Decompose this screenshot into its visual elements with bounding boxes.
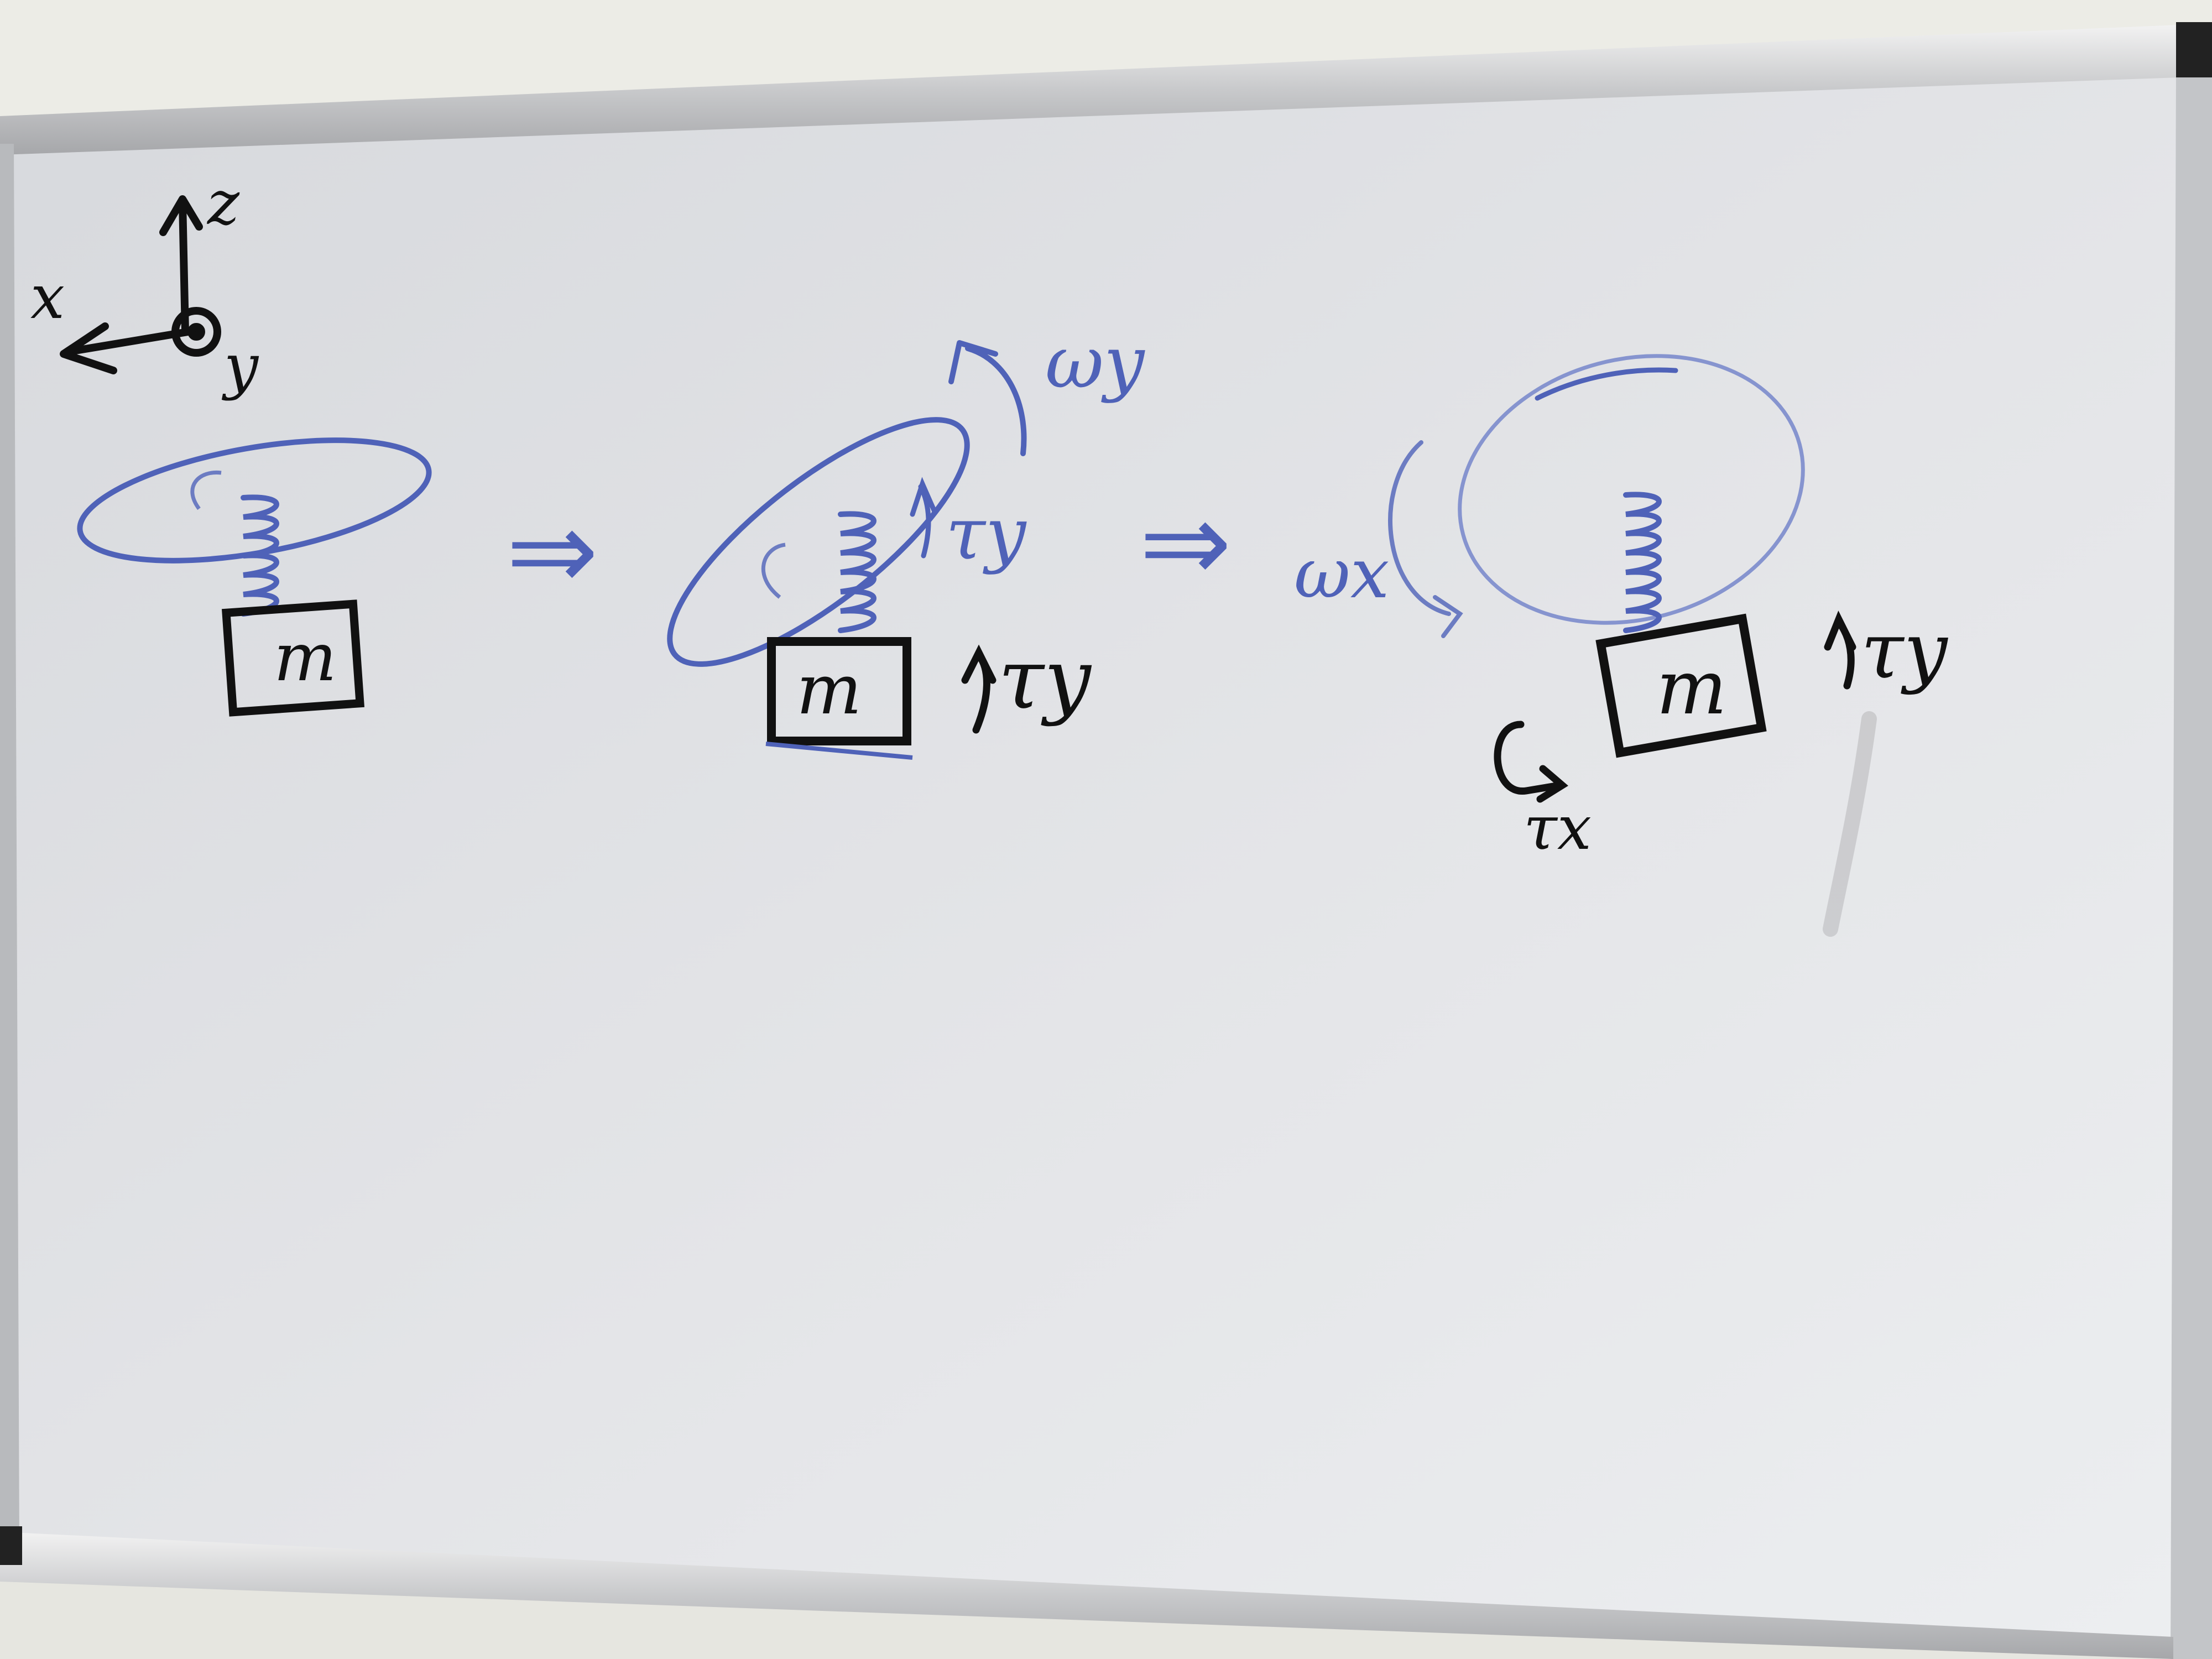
z-axis-label: z (206, 168, 240, 238)
disk-rotation-indicator (190, 470, 222, 510)
z-axis-arrowhead (159, 195, 203, 236)
corner-cap-top-right (2176, 22, 2212, 77)
mass-block (221, 599, 365, 717)
precessing-disk (1458, 354, 1805, 625)
x-axis-label: x (30, 262, 65, 332)
coordinate-axes (60, 195, 221, 374)
tau-y-upper-arrow (910, 477, 937, 559)
tau-x-label: τx (1524, 792, 1592, 863)
eraser-smudge (1823, 711, 1877, 937)
implies-arrow-2: ⇒ (1139, 478, 1232, 607)
omega-x-rotation-arrow (1388, 440, 1463, 638)
tau-y-torque-arrow (1824, 611, 1856, 690)
tau-y-label: τy (1861, 606, 1948, 696)
frame-left (0, 144, 19, 1548)
panel-2: ωy τy m τy (667, 320, 1145, 760)
tau-x-torque-arrow (1494, 721, 1568, 803)
omega-y-label: ωy (1045, 320, 1145, 404)
tau-y-upper-label: τy (946, 492, 1027, 576)
frame-top (0, 25, 2179, 155)
y-axis-out-of-page-circle (171, 307, 221, 357)
x-axis-line (68, 328, 192, 355)
mass-label: m (796, 650, 862, 730)
mass-label: m (274, 619, 337, 696)
omega-y-rotation-arrow (948, 340, 1027, 456)
tau-y-label: τy (998, 632, 1092, 728)
panel-1: m (77, 437, 432, 717)
mass-block (767, 637, 911, 745)
spring (1623, 492, 1662, 633)
implies-arrow-1: ⇒ (506, 487, 599, 615)
whiteboard-surface (0, 72, 2179, 1653)
frame-bottom (0, 1532, 2173, 1659)
mass-block (1595, 613, 1767, 758)
y-axis-label: y (221, 331, 259, 401)
omega-x-label: ωx (1294, 534, 1389, 614)
panel-3: ωx m τy τx (1294, 354, 1948, 863)
y-axis-dot (187, 323, 205, 341)
tau-y-torque-arrow (961, 644, 997, 734)
spring (241, 494, 279, 617)
disk-rotation-indicator (761, 542, 786, 599)
corner-cap-bottom-left (0, 1526, 22, 1565)
frame-right (2171, 69, 2212, 1659)
disk-highlight-stroke (1535, 367, 1678, 401)
x-axis-arrowhead (60, 322, 117, 374)
spring (838, 511, 877, 633)
mass-block-blue-underline (765, 742, 913, 760)
mass-label: m (1656, 644, 1727, 731)
